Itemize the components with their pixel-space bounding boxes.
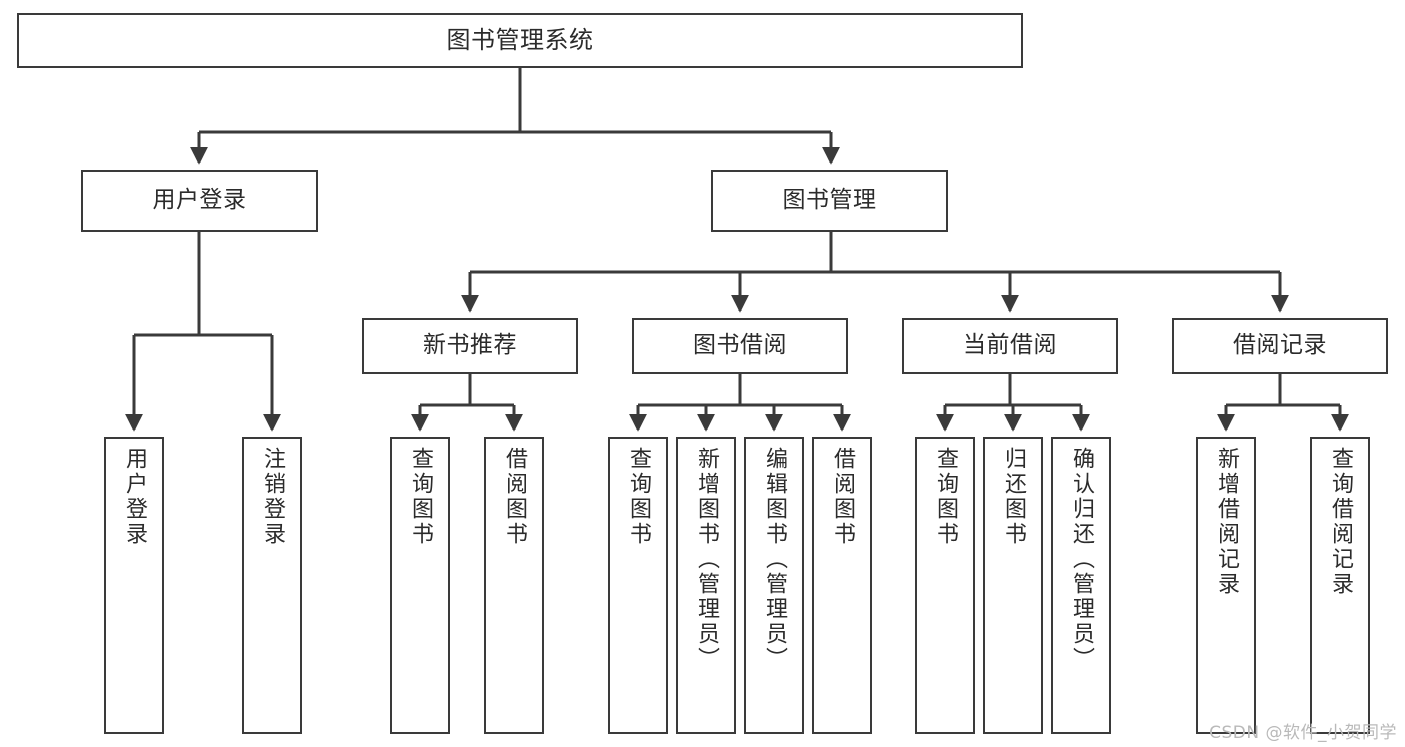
node-book-borrow-label: 图书借阅 xyxy=(693,332,787,359)
node-leaf-query-book-3-label: 查询图书 xyxy=(933,447,958,547)
node-leaf-add-book-admin-label: 新增图书（管理员） xyxy=(694,447,719,672)
node-borrow-record-label: 借阅记录 xyxy=(1233,332,1327,359)
node-borrow-record[interactable]: 借阅记录 xyxy=(1172,318,1388,374)
node-leaf-return-book-label: 归还图书 xyxy=(1001,447,1026,547)
node-leaf-borrow-book-1[interactable]: 借阅图书 xyxy=(484,437,544,734)
node-current-borrow-label: 当前借阅 xyxy=(963,332,1057,359)
node-leaf-add-book-admin[interactable]: 新增图书（管理员） xyxy=(676,437,736,734)
node-new-book-recommend-label: 新书推荐 xyxy=(423,332,517,359)
node-book-manage-label: 图书管理 xyxy=(782,187,877,214)
node-leaf-confirm-return-admin-label: 确认归还（管理员） xyxy=(1069,447,1094,672)
node-leaf-query-borrow-record-label: 查询借阅记录 xyxy=(1328,447,1353,597)
node-leaf-query-book-1-label: 查询图书 xyxy=(408,447,433,547)
node-leaf-query-borrow-record[interactable]: 查询借阅记录 xyxy=(1310,437,1370,734)
node-leaf-query-book-2-label: 查询图书 xyxy=(626,447,651,547)
node-book-borrow[interactable]: 图书借阅 xyxy=(632,318,848,374)
node-leaf-confirm-return-admin[interactable]: 确认归还（管理员） xyxy=(1051,437,1111,734)
node-new-book-recommend[interactable]: 新书推荐 xyxy=(362,318,578,374)
node-current-borrow[interactable]: 当前借阅 xyxy=(902,318,1118,374)
node-leaf-user-logout[interactable]: 注销登录 xyxy=(242,437,302,734)
node-leaf-borrow-book-2[interactable]: 借阅图书 xyxy=(812,437,872,734)
node-root-label: 图书管理系统 xyxy=(446,26,594,55)
node-leaf-borrow-book-1-label: 借阅图书 xyxy=(502,447,527,547)
node-leaf-add-borrow-record-label: 新增借阅记录 xyxy=(1214,447,1239,597)
node-leaf-user-logout-label: 注销登录 xyxy=(260,447,285,547)
node-user-login-label: 用户登录 xyxy=(152,187,247,214)
node-leaf-query-book-2[interactable]: 查询图书 xyxy=(608,437,668,734)
node-leaf-user-login-label: 用户登录 xyxy=(122,447,147,547)
node-leaf-query-book-1[interactable]: 查询图书 xyxy=(390,437,450,734)
node-leaf-edit-book-admin[interactable]: 编辑图书（管理员） xyxy=(744,437,804,734)
node-book-manage[interactable]: 图书管理 xyxy=(711,170,948,232)
node-leaf-borrow-book-2-label: 借阅图书 xyxy=(830,447,855,547)
node-leaf-query-book-3[interactable]: 查询图书 xyxy=(915,437,975,734)
node-root[interactable]: 图书管理系统 xyxy=(17,13,1023,68)
node-leaf-user-login[interactable]: 用户登录 xyxy=(104,437,164,734)
node-leaf-add-borrow-record[interactable]: 新增借阅记录 xyxy=(1196,437,1256,734)
node-leaf-return-book[interactable]: 归还图书 xyxy=(983,437,1043,734)
node-user-login[interactable]: 用户登录 xyxy=(81,170,318,232)
node-leaf-edit-book-admin-label: 编辑图书（管理员） xyxy=(762,447,787,672)
